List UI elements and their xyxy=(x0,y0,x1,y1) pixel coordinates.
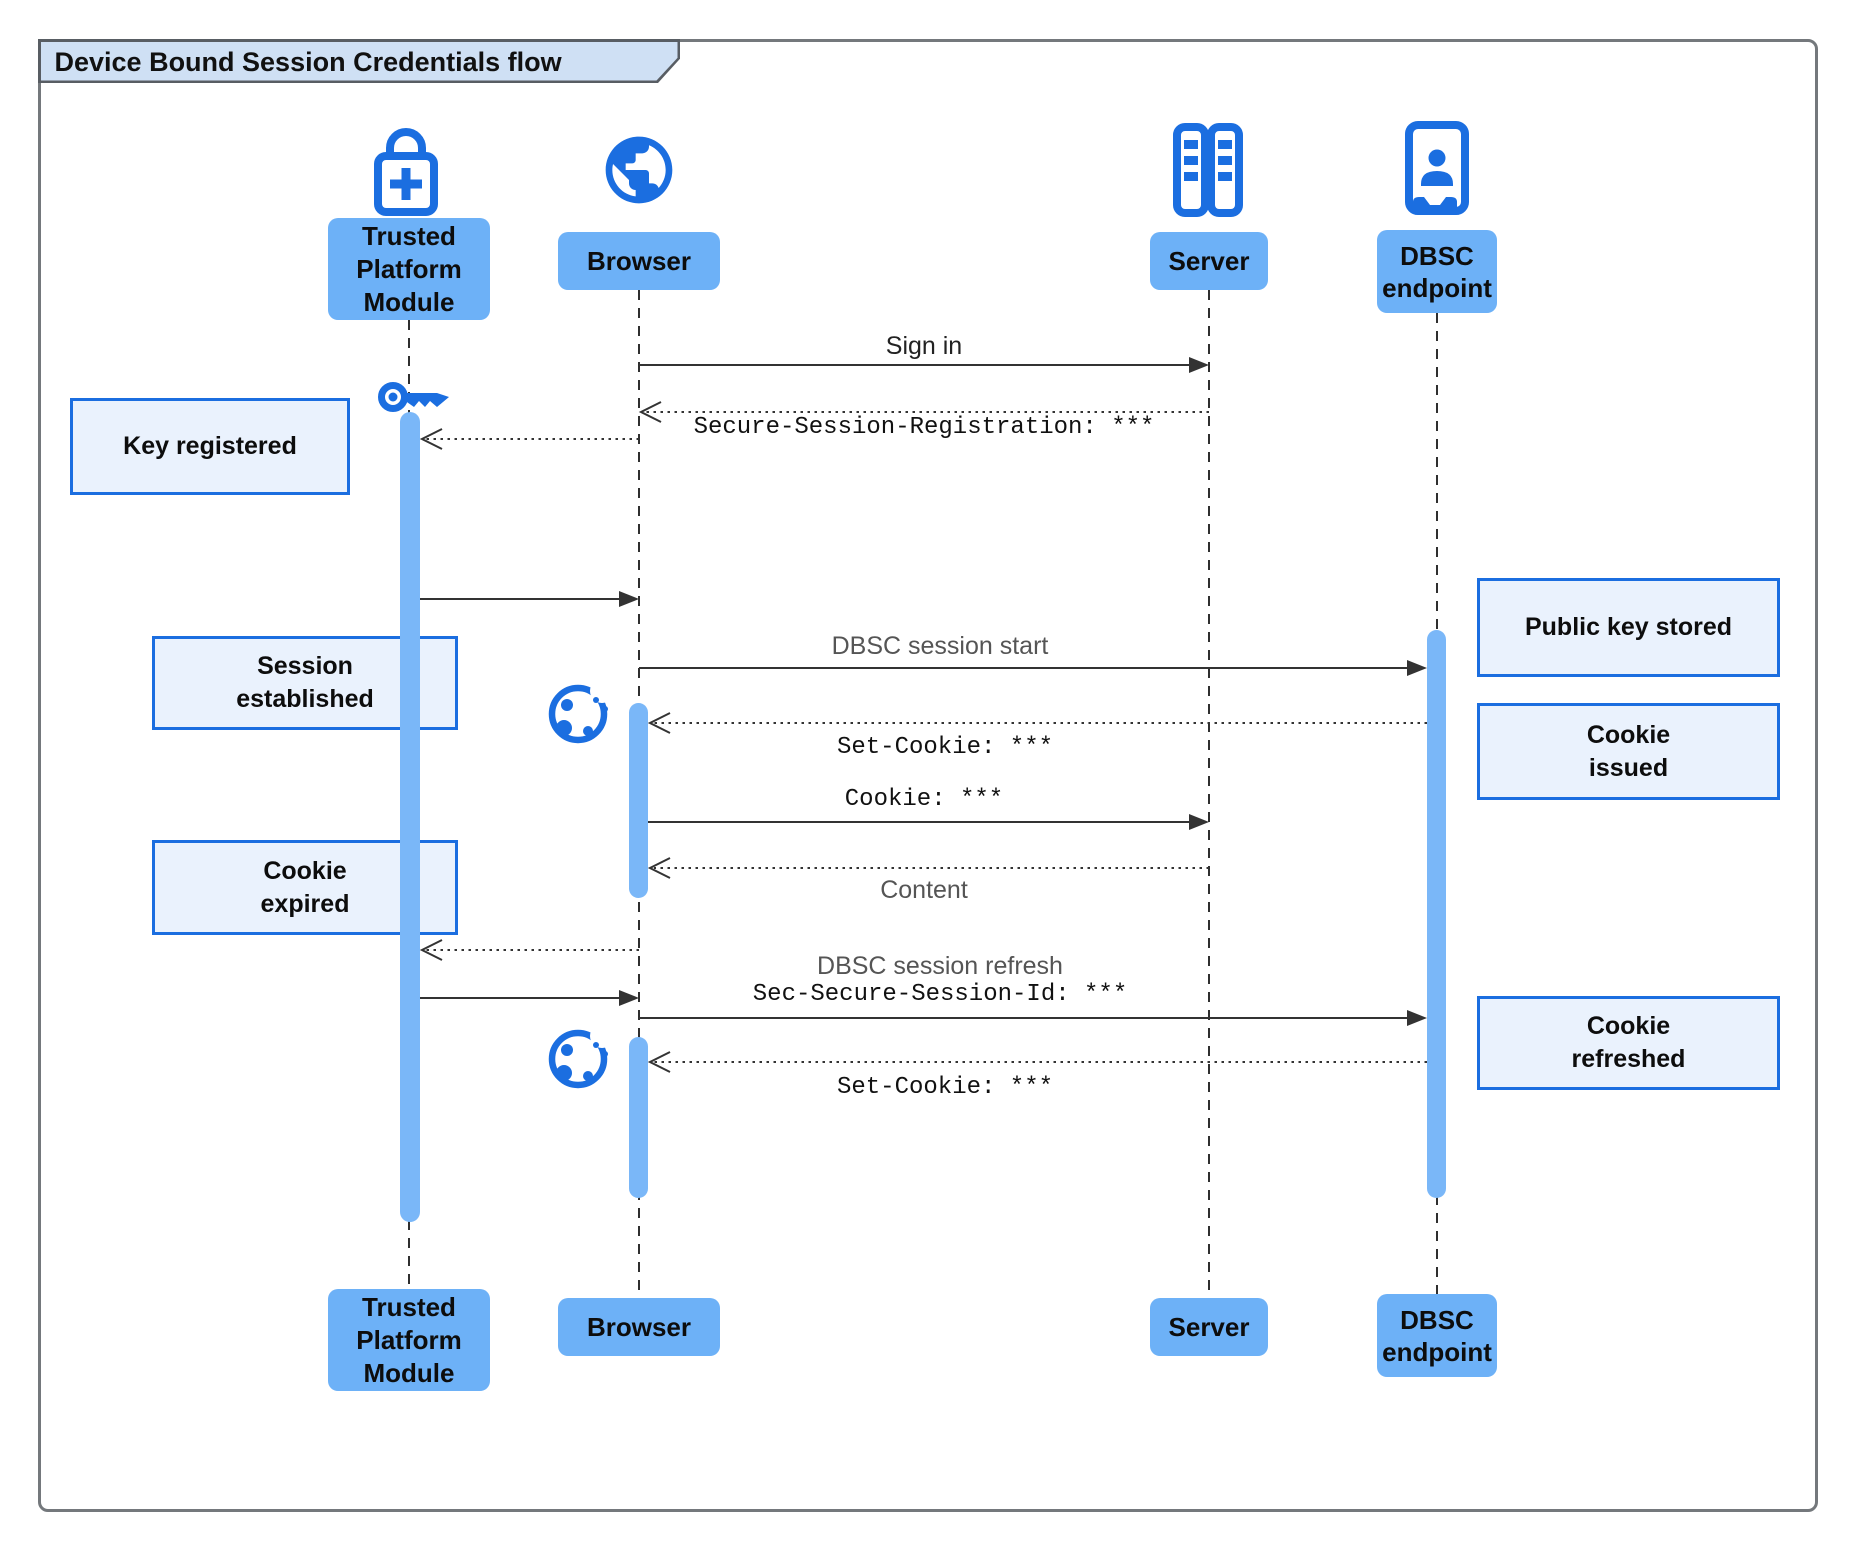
message-label-dbsc-session-refresh: DBSC session refresh xyxy=(817,952,1063,980)
actor-browser-bottom: Browser xyxy=(558,1298,720,1356)
actor-browser-top: Browser xyxy=(558,232,720,290)
actor-server-bottom: Server xyxy=(1150,1298,1268,1356)
actor-server-label: Server xyxy=(1168,1311,1250,1342)
note-session-established: Session established xyxy=(152,636,458,730)
message-label-sec-secure-session-id: Sec-Secure-Session-Id: *** xyxy=(752,981,1128,1008)
message-label-content: Content xyxy=(880,876,968,904)
note-public-key-stored: Public key stored xyxy=(1477,578,1780,677)
actor-tpm-bottom: Trusted Platform Module xyxy=(328,1289,490,1391)
diagram-title-tab: Device Bound Session Credentials flow xyxy=(38,39,680,83)
message-label-secure-session-registration: Secure-Session-Registration: *** xyxy=(693,414,1155,441)
note-cookie-expired: Cookie expired xyxy=(152,840,458,935)
actor-server-top: Server xyxy=(1150,232,1268,290)
message-label-sign-in: Sign in xyxy=(885,332,963,360)
actor-tpm-top: Trusted Platform Module xyxy=(328,218,490,320)
message-label-set-cookie-2: Set-Cookie: *** xyxy=(836,1074,1054,1101)
actor-tpm-label: Trusted Platform Module xyxy=(356,220,462,317)
actor-server-label: Server xyxy=(1168,245,1250,276)
note-cookie-refreshed: Cookie refreshed xyxy=(1477,996,1780,1090)
actor-dbsc-label: DBSC endpoint xyxy=(1382,1304,1492,1367)
actor-dbsc-bottom: DBSC endpoint xyxy=(1377,1294,1497,1377)
diagram-title-tab-fill: Device Bound Session Credentials flow xyxy=(41,42,678,81)
note-key-registered: Key registered xyxy=(70,398,350,495)
actor-dbsc-label: DBSC endpoint xyxy=(1382,240,1492,303)
message-label-set-cookie-1: Set-Cookie: *** xyxy=(836,734,1054,761)
actor-browser-label: Browser xyxy=(586,1311,692,1342)
actor-tpm-label: Trusted Platform Module xyxy=(356,1291,462,1388)
actor-dbsc-top: DBSC endpoint xyxy=(1377,230,1497,313)
note-cookie-issued: Cookie issued xyxy=(1477,703,1780,800)
message-label-dbsc-session-start: DBSC session start xyxy=(831,632,1049,660)
diagram-title: Device Bound Session Credentials flow xyxy=(54,46,562,77)
message-label-cookie: Cookie: *** xyxy=(844,786,1004,813)
actor-browser-label: Browser xyxy=(586,245,692,276)
